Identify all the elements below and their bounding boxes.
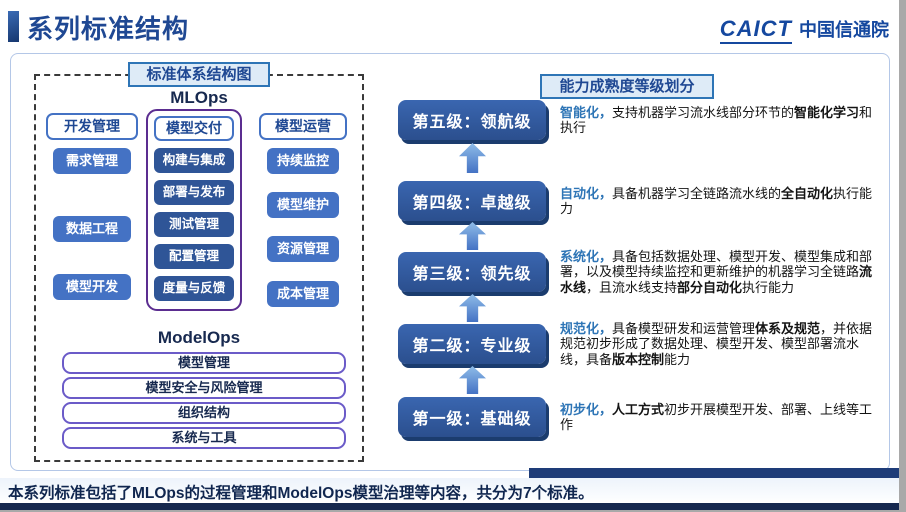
mlops-item-chip: 持续监控 [267, 148, 339, 174]
maturity-level-badge: 第五级：领航级 [398, 100, 546, 140]
mlops-item-chip: 数据工程 [53, 216, 131, 242]
caict-logo-name: 中国信通院 [799, 20, 889, 40]
maturity-level-description: 规范化，具备模型研发和运营管理体系及规范，并依据规范初步形成了数据处理、模型开发… [560, 320, 873, 367]
column-header-delivery: 模型交付 [154, 116, 234, 141]
mlops-item-chip: 成本管理 [267, 281, 339, 307]
maturity-level-description: 系统化，具备包括数据处理、模型开发、模型集成和部署，以及模型持续监控和更新维护的… [560, 248, 873, 295]
content-frame [10, 53, 890, 471]
mlops-item-chip: 需求管理 [53, 148, 131, 174]
mlops-heading: MLOps [170, 88, 228, 107]
column-header-operation: 模型运营 [259, 113, 347, 140]
modelops-bar: 系统与工具 [62, 427, 346, 449]
dev-management-column: 开发管理 需求管理 数据工程 模型开发 [46, 113, 138, 300]
maturity-level-badge: 第一级：基础级 [398, 397, 546, 437]
mlops-item-chip: 测试管理 [154, 212, 234, 237]
maturity-level-description: 智能化，支持机器学习流水线部分环节的智能化学习和执行 [560, 104, 873, 136]
mlops-item-chip: 构建与集成 [154, 148, 234, 173]
footer-accent-bar [529, 468, 899, 478]
maturity-level-description: 自动化，具备机器学习全链路流水线的全自动化执行能力 [560, 185, 873, 217]
model-delivery-column: 模型交付 构建与集成 部署与发布 测试管理 配置管理 度量与反馈 [146, 109, 242, 311]
caict-logo-mark: CAICT [719, 18, 792, 44]
maturity-level-badge: 第二级：专业级 [398, 324, 546, 364]
maturity-level-row: 第二级：专业级 规范化，具备模型研发和运营管理体系及规范，并依据规范初步形成了数… [398, 320, 892, 368]
maturity-level-row: 第三级：领先级 系统化，具备包括数据处理、模型开发、模型集成和部署，以及模型持续… [398, 248, 892, 296]
footer-strip [0, 478, 899, 503]
mlops-item-chip: 模型开发 [53, 274, 131, 300]
maturity-panel-label: 能力成熟度等级划分 [540, 74, 714, 99]
maturity-level-description: 初步化，人工方式初步开展模型开发、部署、上线等工作 [560, 401, 873, 433]
column-header-dev: 开发管理 [46, 113, 138, 140]
maturity-level-row: 第一级：基础级 初步化，人工方式初步开展模型开发、部署、上线等工作 [398, 395, 892, 439]
modelops-heading: ModelOps [157, 328, 241, 347]
title-accent-bar [8, 11, 19, 42]
mlops-item-chip: 配置管理 [154, 244, 234, 269]
modelops-bar: 组织结构 [62, 402, 346, 424]
mlops-item-chip: 资源管理 [267, 236, 339, 262]
mlops-item-chip: 部署与发布 [154, 180, 234, 205]
page-title: 系列标准结构 [27, 14, 190, 44]
maturity-level-row: 第四级：卓越级 自动化，具备机器学习全链路流水线的全自动化执行能力 [398, 179, 892, 223]
caict-logo: CAICT 中国信通院 [719, 16, 889, 44]
maturity-level-row: 第五级：领航级 智能化，支持机器学习流水线部分环节的智能化学习和执行 [398, 98, 892, 142]
model-operation-column: 模型运营 持续监控 模型维护 资源管理 成本管理 [259, 113, 347, 307]
mlops-item-chip: 度量与反馈 [154, 276, 234, 301]
maturity-level-badge: 第三级：领先级 [398, 252, 546, 292]
modelops-bar: 模型管理 [62, 352, 346, 374]
bottom-navy-bar [0, 503, 899, 510]
structure-diagram-label: 标准体系结构图 [128, 62, 270, 87]
footer-summary-text: 本系列标准包括了MLOps的过程管理和ModelOps模型治理等内容，共分为7个… [8, 485, 594, 502]
modelops-bar: 模型安全与风险管理 [62, 377, 346, 399]
maturity-level-badge: 第四级：卓越级 [398, 181, 546, 221]
mlops-item-chip: 模型维护 [267, 192, 339, 218]
